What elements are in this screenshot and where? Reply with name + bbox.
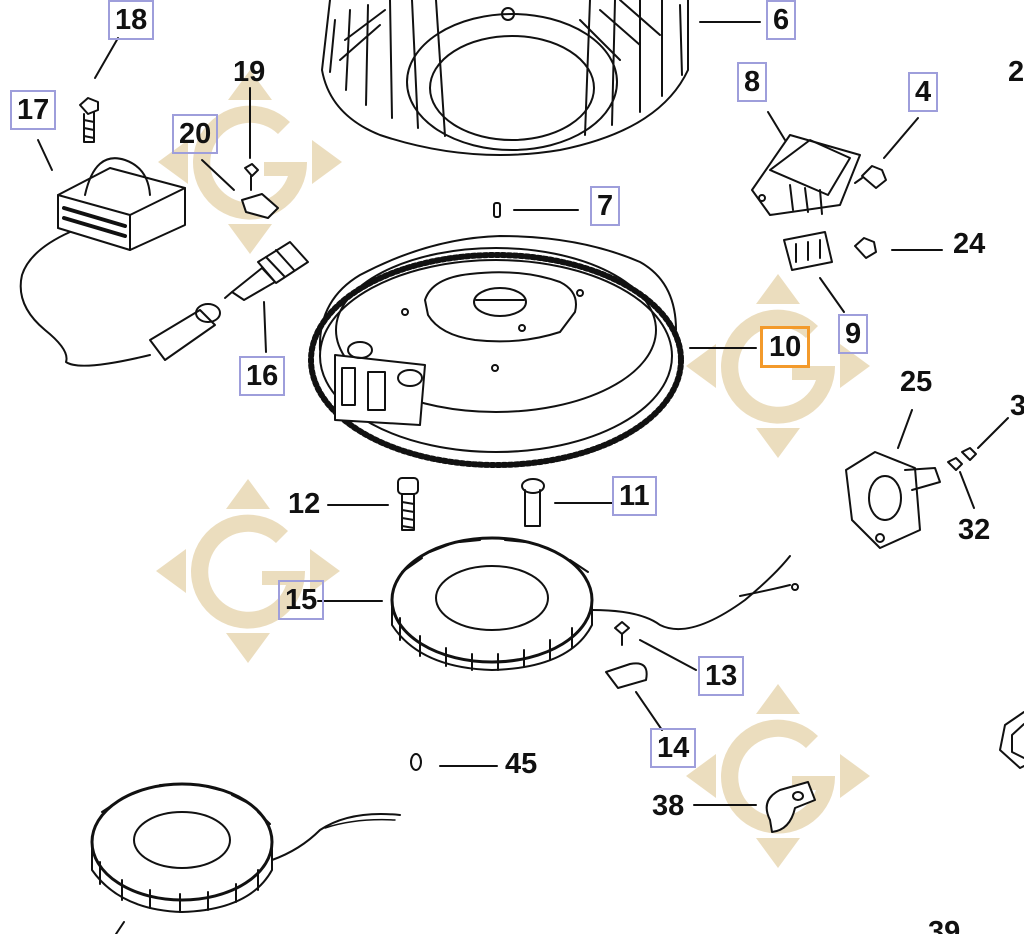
callout-39-clipped: 39 <box>928 918 976 934</box>
callout-9[interactable]: 9 <box>838 314 869 354</box>
callout-10-selected[interactable]: 10 <box>760 326 811 368</box>
callout-14[interactable]: 14 <box>650 728 697 768</box>
leader-line-stator-lower <box>115 921 125 934</box>
screw-part <box>79 97 99 143</box>
callout-15[interactable]: 15 <box>278 580 325 620</box>
leader-line-13 <box>639 639 697 671</box>
connector-part <box>783 231 833 271</box>
flywheel-part <box>308 235 684 468</box>
callout-3[interactable]: 3 <box>1010 392 1024 422</box>
callout-8[interactable]: 8 <box>737 62 768 102</box>
bolt-part <box>397 477 419 531</box>
leader-line-18 <box>94 37 119 79</box>
callout-38[interactable]: 38 <box>652 790 685 822</box>
leader-line-8 <box>767 111 786 141</box>
callout-17[interactable]: 17 <box>10 90 57 130</box>
callout-2-clipped: 2 <box>1008 58 1024 94</box>
callout-25[interactable]: 25 <box>900 366 933 398</box>
callout-7[interactable]: 7 <box>590 186 621 226</box>
bracket-part <box>845 451 941 549</box>
bolt-part <box>521 478 545 527</box>
stator-part <box>390 536 799 671</box>
screw-part <box>241 163 279 219</box>
leader-line-20 <box>201 159 235 191</box>
screw-part <box>854 237 877 259</box>
callout-19[interactable]: 19 <box>233 56 266 88</box>
nut-part <box>947 447 977 471</box>
flywheel-key-part <box>493 202 501 218</box>
callout-18[interactable]: 18 <box>108 0 155 40</box>
callout-6[interactable]: 6 <box>766 0 797 40</box>
screw-part <box>854 165 887 189</box>
watermark-logo-icon <box>686 684 870 868</box>
callout-12[interactable]: 12 <box>288 488 321 520</box>
callout-3-clipped: 3 <box>1010 392 1024 428</box>
screw-part <box>614 621 630 646</box>
leader-line-25 <box>897 409 913 449</box>
callout-11[interactable]: 11 <box>612 476 657 516</box>
washer-part <box>410 753 422 771</box>
callout-13[interactable]: 13 <box>698 656 745 696</box>
callout-32[interactable]: 32 <box>958 514 991 546</box>
wire-clamp-part <box>605 662 648 689</box>
spark-plug-part <box>224 241 309 301</box>
leader-line-9 <box>819 277 845 313</box>
callout-39[interactable]: 39 <box>928 918 961 934</box>
callout-16[interactable]: 16 <box>239 356 286 396</box>
leader-line-3 <box>977 417 1009 449</box>
leader-line-17 <box>37 139 53 171</box>
callout-20[interactable]: 20 <box>172 114 219 154</box>
cable-clip-part <box>765 781 816 833</box>
stator-part <box>90 782 401 913</box>
leader-line-32 <box>959 471 975 509</box>
callout-24[interactable]: 24 <box>953 228 986 260</box>
blower-housing-part <box>321 0 689 156</box>
leader-line-4 <box>883 117 919 159</box>
leader-line-14 <box>635 691 663 731</box>
callout-2[interactable]: 2 <box>1008 58 1024 88</box>
regulator-rectifier-part <box>751 134 861 216</box>
partial-part <box>999 711 1024 769</box>
leader-line-16 <box>263 301 267 353</box>
ignition-coil-part <box>19 157 221 367</box>
callout-4[interactable]: 4 <box>908 72 939 112</box>
callout-45[interactable]: 45 <box>505 748 538 780</box>
